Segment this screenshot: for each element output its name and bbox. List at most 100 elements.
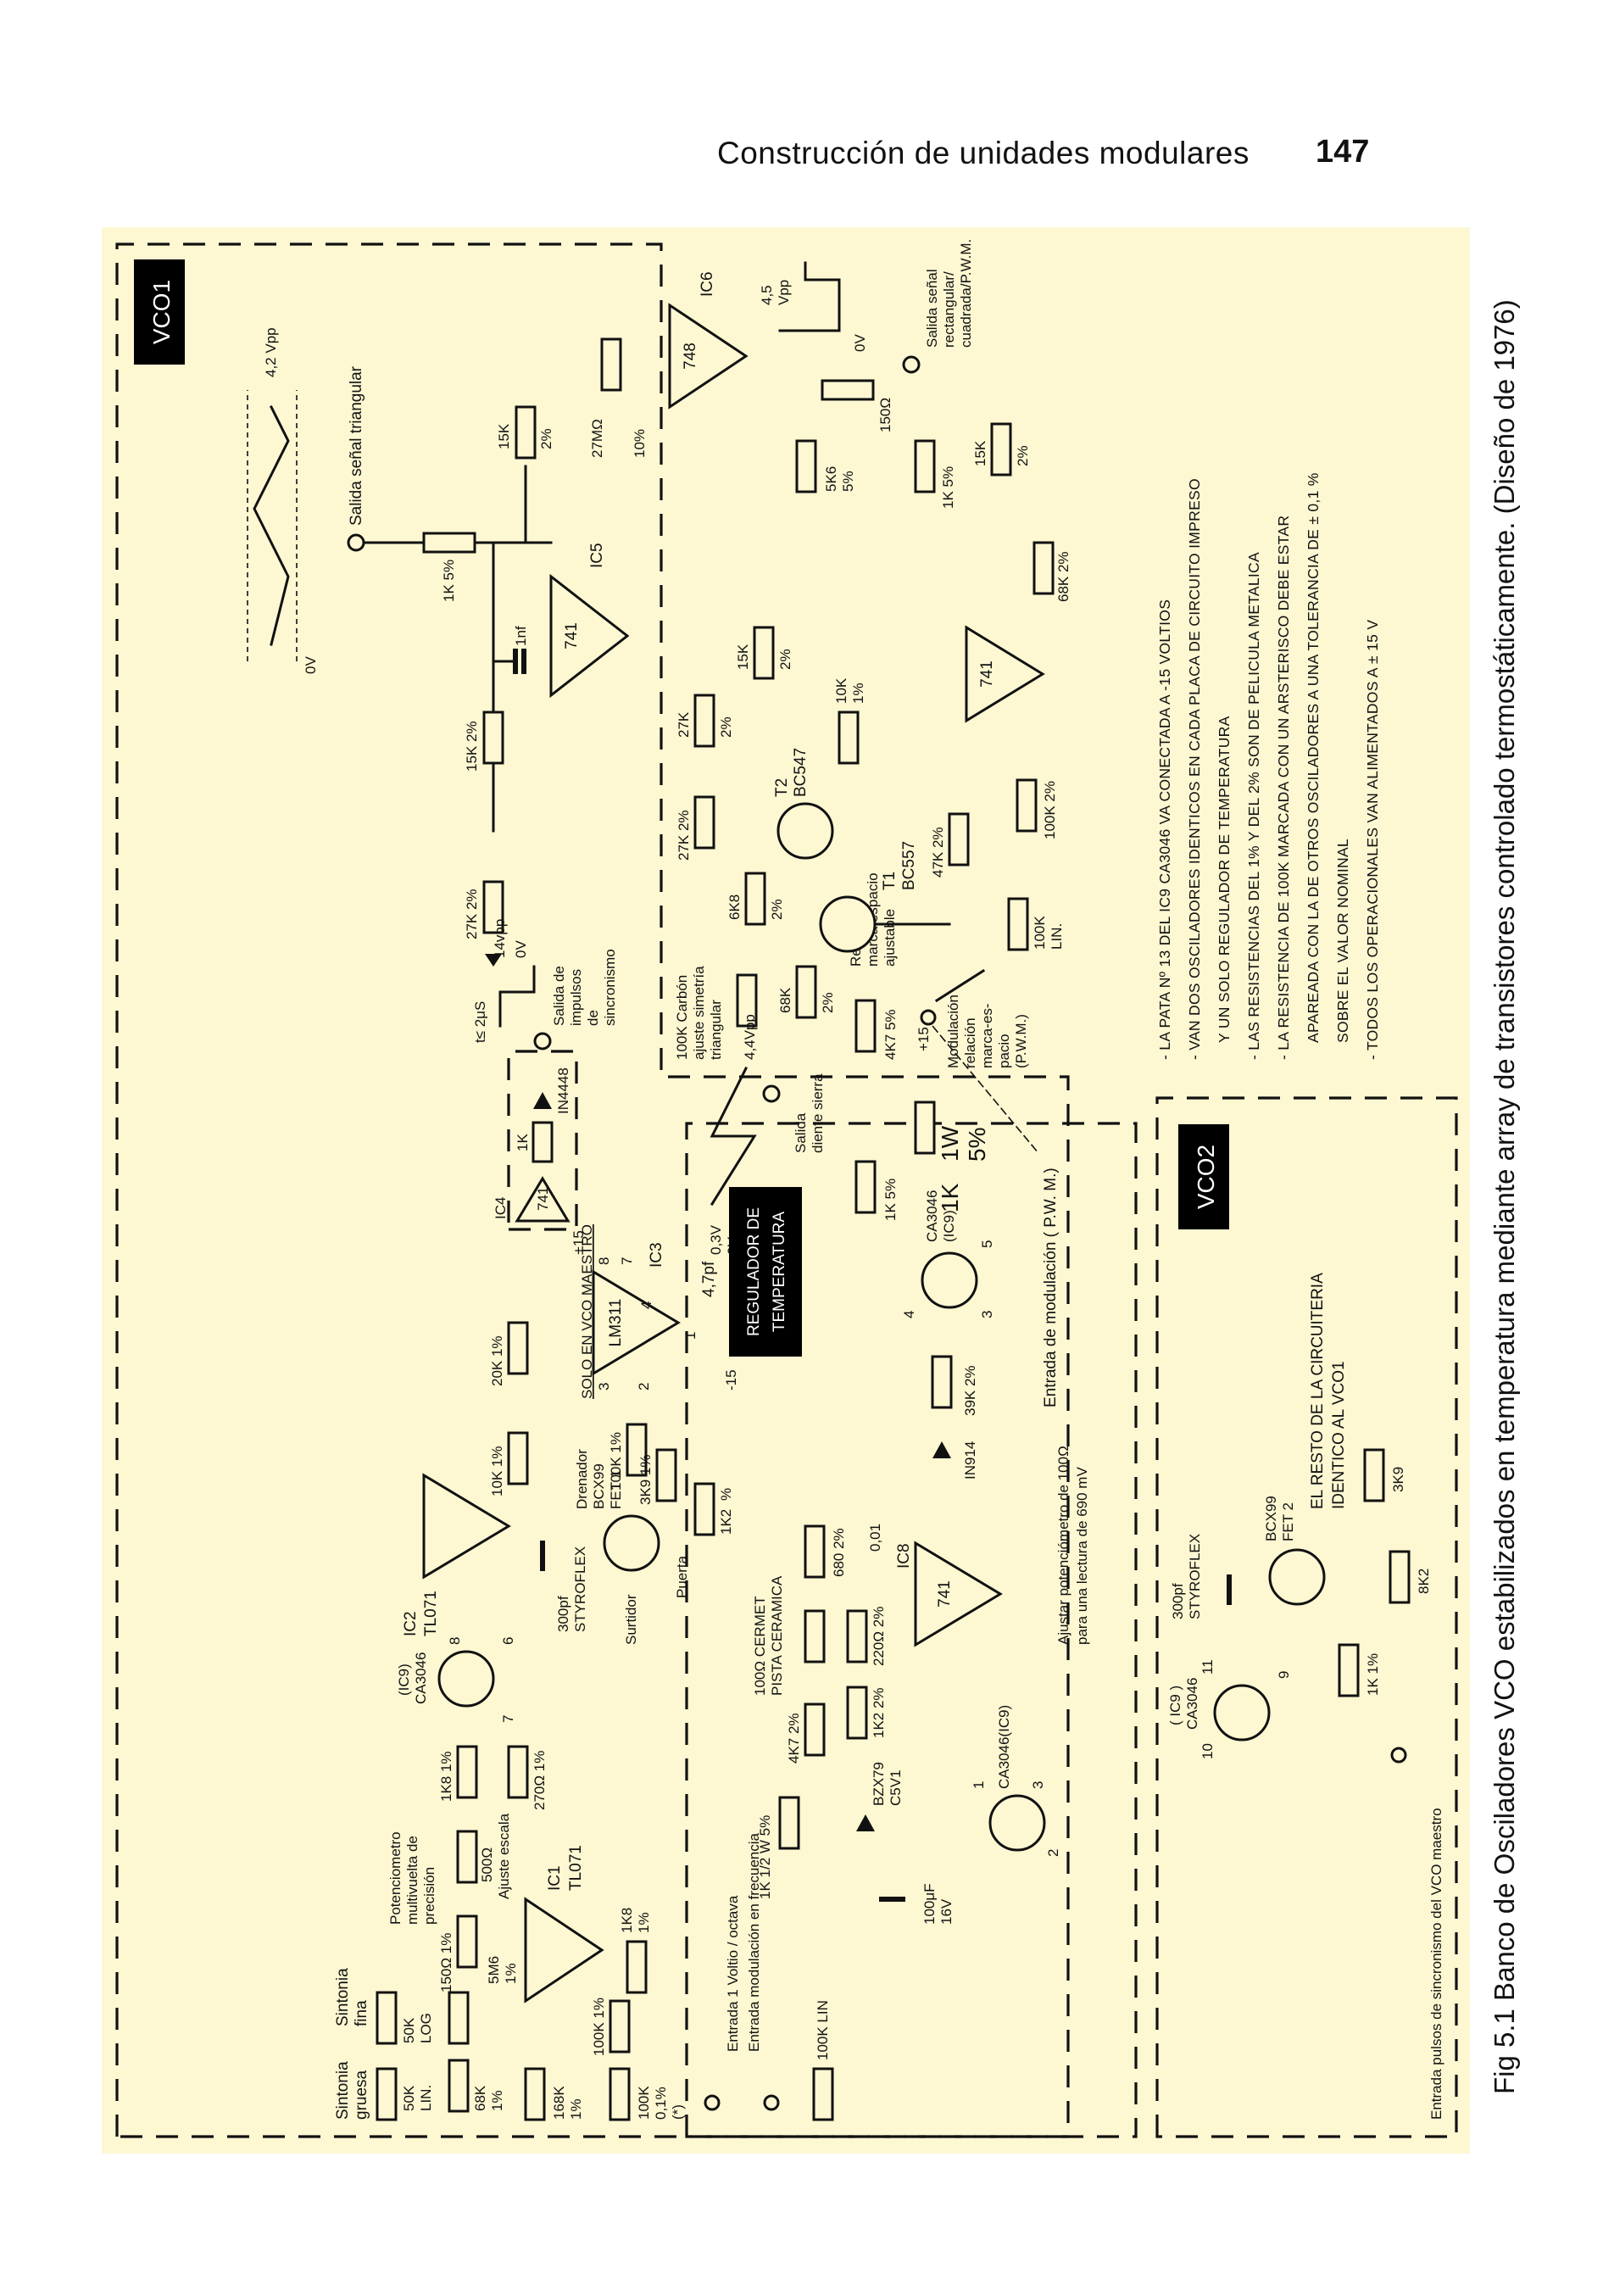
square-label-1: Salida señal: [924, 269, 940, 348]
r5k6-2: 5%: [840, 471, 856, 492]
ic9b-pin-11: 11: [1199, 1659, 1216, 1675]
r100k-prec-3: (*): [670, 2104, 686, 2120]
note-line: - LAS RESISTENCIAS DEL 1% Y DEL 2% SON D…: [1245, 552, 1262, 1060]
plus15-saw: +15: [916, 1027, 932, 1051]
ic4-boundary: [507, 1050, 578, 1231]
r100k-ic3-label: 100K 1%: [608, 1432, 624, 1491]
resistor-3k9: [655, 1448, 677, 1502]
d-ic4-label: IN4448: [555, 1067, 571, 1114]
resistor-100k-ic3: [626, 1423, 648, 1477]
volt-octave-jack[interactable]: [704, 2094, 721, 2111]
r5k6-1: 5K6: [823, 466, 839, 492]
sync-pulse-icon: [498, 965, 536, 1028]
trim-label-1: 100Ω CERMET: [752, 1596, 768, 1696]
r5m6-1: 5M6: [486, 1956, 502, 1984]
r1k-1w-3: 5%: [964, 1128, 990, 1162]
vco2-text-2: IDENTICO AL VCO1: [1330, 1361, 1348, 1509]
ic3-pin-7: 7: [619, 1257, 635, 1265]
r1k-ic4-label: 1K: [515, 1134, 531, 1151]
pwm-mod-4: pacio: [996, 1034, 1012, 1068]
pwm-input-jack[interactable]: [920, 1009, 937, 1026]
ic6-name: IC6: [699, 271, 716, 297]
r68k-sym-2: 2%: [820, 992, 836, 1013]
regulator-boundary: [685, 1122, 1138, 2138]
pot-fine-tune[interactable]: [376, 1991, 398, 2045]
triangle-zero: 0V: [303, 656, 319, 674]
fet1-gate: Puerta: [674, 1555, 690, 1598]
pot-100k-input[interactable]: [812, 2067, 834, 2121]
r100k-in-label: 100K 1%: [591, 1998, 607, 2056]
pwm-opamp-type: 741: [978, 660, 996, 688]
square-label-3: cuadrada/P.W.M.: [958, 239, 974, 348]
saw-output-jack[interactable]: [762, 1084, 781, 1103]
sense-transistor: [988, 1794, 1046, 1852]
note-line: - VAN DOS OSCILADORES IDENTICOS EN CADA …: [1186, 478, 1203, 1060]
ic9a-paren: (IC9): [396, 1663, 412, 1696]
r20k-label: 20K 1%: [489, 1335, 505, 1386]
fm-input-jack[interactable]: [763, 2094, 780, 2111]
resistor-15k-d: [753, 626, 775, 680]
pot-multi-1: Potenciometro: [387, 1831, 404, 1925]
pot-sym-3: triangular: [708, 1000, 724, 1060]
notes-block: - LA PATA Nº 13 DEL IC9 CA3046 VA CONECT…: [1156, 472, 1381, 1060]
pot-sym-2: ajuste simetría: [691, 966, 707, 1060]
note-line: - TODOS LOS OPERACIONALES VAN ALIMENTADO…: [1364, 620, 1381, 1060]
resistor-vco2-3k9: [1363, 1448, 1385, 1502]
r15k-b-1: 15K: [496, 423, 512, 449]
ic5-type: 741: [563, 622, 581, 649]
heater-paren: (IC9): [941, 1210, 957, 1242]
fet2-type: BCX99: [1263, 1496, 1279, 1541]
fine-val-2: LOG: [418, 2013, 434, 2043]
t1-name: T1: [881, 872, 899, 890]
r1k-1w-1: 1K: [937, 1183, 963, 1212]
volt-octave-label: Entrada 1 Voltio / octava: [725, 1895, 741, 2052]
square-amp-2: Vpp: [776, 280, 792, 305]
pot-coarse-tune[interactable]: [376, 2067, 398, 2121]
ic4-type: 741: [535, 1187, 551, 1211]
ic9-transistor-a: [437, 1650, 495, 1708]
resistor-1k8-b: [626, 1940, 648, 1994]
resistor-5m6: [448, 1991, 470, 2045]
triangle-output-jack[interactable]: [347, 533, 365, 552]
resistor-68k-tune: [448, 2059, 470, 2113]
r27k-a-label: 27K 2%: [464, 889, 480, 939]
t1-type: BC557: [900, 841, 918, 890]
vco2-title: VCO2: [1193, 1145, 1219, 1209]
vco2-sync-jack[interactable]: [1390, 1747, 1407, 1764]
diode-in4448: [533, 1092, 552, 1109]
resistor-27k-c: [693, 795, 715, 850]
minus15-ic3: -15: [723, 1369, 739, 1390]
sync-output-jack[interactable]: [533, 1032, 552, 1050]
pwm-opamp: [965, 625, 1045, 723]
square-wave-icon: [778, 261, 841, 332]
fine-tune-2: fina: [353, 2000, 370, 2026]
note-line: - LA RESISTENCIA DE 100K MARCADA CON UN …: [1275, 515, 1292, 1060]
resistor-1k-ic4: [532, 1121, 554, 1163]
ic2-name: IC2: [402, 1611, 420, 1636]
regulator-title-1: REGULADOR DE: [745, 1207, 763, 1336]
sense-pin-1: 1: [971, 1781, 987, 1789]
heater-pin-3: 3: [979, 1311, 995, 1318]
pwm-input-label: Entrada de modulación ( P.W. M.): [1042, 1168, 1060, 1407]
coarse-val-1: 50K: [401, 2085, 417, 2111]
resistor-100k-precision: [609, 2067, 631, 2121]
resistor-150: [821, 379, 875, 401]
coarse-tune-1: Sintonia: [334, 2061, 352, 2120]
pot-multi-3: precisión: [421, 1867, 437, 1925]
trimmer-500[interactable]: [456, 1830, 478, 1884]
trim500-2: Ajuste escala: [496, 1813, 512, 1899]
resistor-vco2-8k2: [1389, 1550, 1411, 1604]
fet2-name: FET 2: [1280, 1502, 1296, 1541]
running-title: Construcción de unidades modulares: [717, 136, 1250, 170]
square-output-jack[interactable]: [902, 355, 921, 374]
pot-100k-symmetry[interactable]: [736, 973, 758, 1028]
pot-100k-pwm[interactable]: [1007, 897, 1029, 951]
t2-type: BC547: [792, 748, 810, 797]
resistor-68k-fb: [1032, 541, 1055, 595]
r1k8-b-2: 1%: [636, 1912, 652, 1933]
pot-sym-1: 100K Carbón: [674, 975, 690, 1060]
trimmer-100-cermet[interactable]: [804, 1609, 826, 1663]
resistor-1k-saw: [854, 1160, 877, 1214]
pwm-relation-3: ajustable: [882, 909, 898, 967]
pwm-switch[interactable]: [934, 968, 986, 1003]
